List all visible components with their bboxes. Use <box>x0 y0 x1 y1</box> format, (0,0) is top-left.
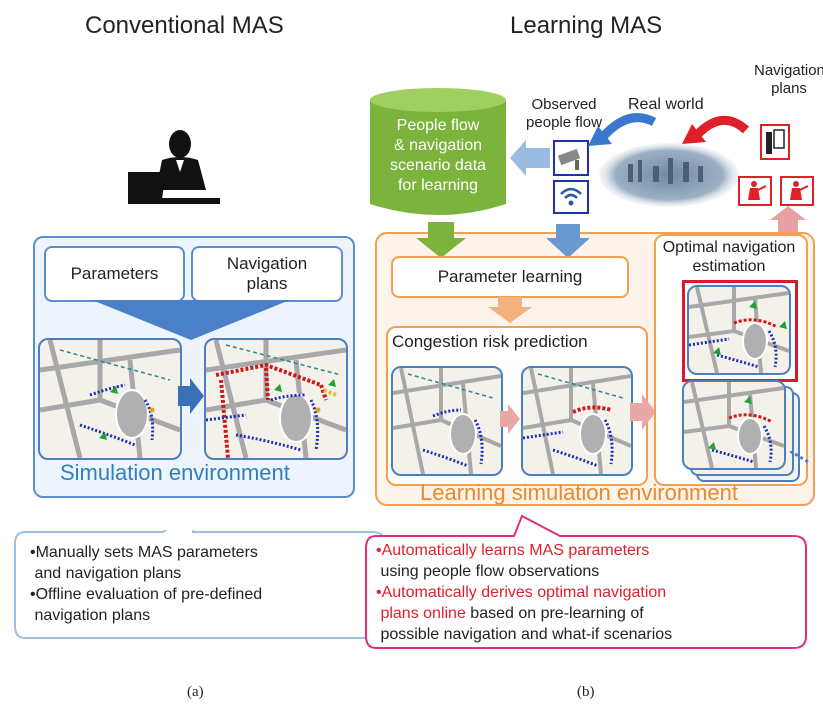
guide-person-icon <box>780 176 814 206</box>
congestion-map-current <box>391 366 503 476</box>
congestion-map-predicted <box>521 366 633 476</box>
db-label-line: People flow <box>396 117 480 134</box>
plans-label: plans <box>246 274 288 293</box>
orange-down-arrow-icon <box>488 297 532 323</box>
optimal-navigation-label: Optimal navigation estimation <box>654 238 804 276</box>
nav-plans-line: Navigation <box>754 62 823 79</box>
blue-down-arrow-icon <box>546 224 590 258</box>
caption-a: (a) <box>187 684 204 700</box>
parameters-box: Parameters <box>44 246 185 302</box>
left-arrow-icon <box>510 140 550 176</box>
note-line: plans online based on pre-learning of <box>376 605 644 622</box>
observed-people-flow-label: Observed people flow <box>524 96 604 132</box>
navigation-plans-label: Navigation plans <box>754 62 823 98</box>
navigation-label: Navigation <box>226 254 308 274</box>
optimal-plan-map <box>687 285 791 375</box>
note-line: and navigation plans <box>30 565 182 582</box>
parameter-learning-label: Parameter learning <box>437 267 583 286</box>
db-label-line: for learning <box>397 177 479 194</box>
curved-red-arrow-icon <box>680 108 750 158</box>
note-line: navigation plans <box>30 607 151 624</box>
note-line: using people flow observations <box>376 563 600 580</box>
note-line: •Automatically derives optimal navigatio… <box>376 584 667 601</box>
nav-plans-line: plans <box>771 80 807 97</box>
wifi-icon <box>553 180 589 214</box>
guide-person-icon <box>738 176 772 206</box>
congestion-risk-prediction-label: Congestion risk prediction <box>392 332 588 351</box>
right-title: Learning MAS <box>510 12 663 39</box>
database-cylinder: People flow & navigation scenario data f… <box>368 86 508 220</box>
up-arrow-icon <box>770 206 806 236</box>
note-line: possible navigation and what-if scenario… <box>376 626 673 643</box>
optimal-line: estimation <box>692 258 766 275</box>
pink-right-arrow-icon <box>500 404 520 434</box>
real-world-photo <box>598 142 740 208</box>
learning-notes: •Automatically learns MAS parameters usi… <box>376 540 672 645</box>
right-arrow-icon <box>178 378 204 414</box>
observed-line: people flow <box>526 114 602 131</box>
navigation-plans-box: Navigation plans <box>191 246 343 302</box>
parameter-learning-box: Parameter learning <box>391 256 629 298</box>
observed-line: Observed <box>531 96 597 113</box>
green-down-arrow-icon <box>416 222 466 258</box>
note-line: •Offline evaluation of pre-defined <box>30 586 263 603</box>
person-at-computer-icon <box>121 128 220 210</box>
more-dots-icon <box>789 449 811 465</box>
simulation-environment-label: Simulation environment <box>60 460 290 485</box>
pink-right-arrow-icon <box>630 394 656 430</box>
db-label-line: scenario data <box>389 157 487 174</box>
parameters-label: Parameters <box>70 264 159 284</box>
simulation-map-after <box>204 338 348 460</box>
optimal-line: Optimal navigation <box>662 239 796 256</box>
down-arrow-icon <box>92 300 290 342</box>
conventional-notes: •Manually sets MAS parameters and naviga… <box>30 542 262 626</box>
camera-icon <box>553 140 589 176</box>
db-label-line: & navigation <box>393 137 483 154</box>
caption-b: (b) <box>577 684 595 700</box>
left-title: Conventional MAS <box>85 12 284 39</box>
note-line: •Automatically learns MAS parameters <box>376 542 650 559</box>
simulation-map-before <box>38 338 182 460</box>
signage-icon <box>760 124 790 160</box>
learning-notes-bubble <box>364 514 809 650</box>
real-world-label: Real world <box>628 96 704 113</box>
note-line: •Manually sets MAS parameters <box>30 544 258 561</box>
scenario-map <box>682 380 786 470</box>
learning-simulation-environment-label: Learning simulation environment <box>420 480 738 505</box>
curved-blue-arrow-icon <box>588 108 658 158</box>
